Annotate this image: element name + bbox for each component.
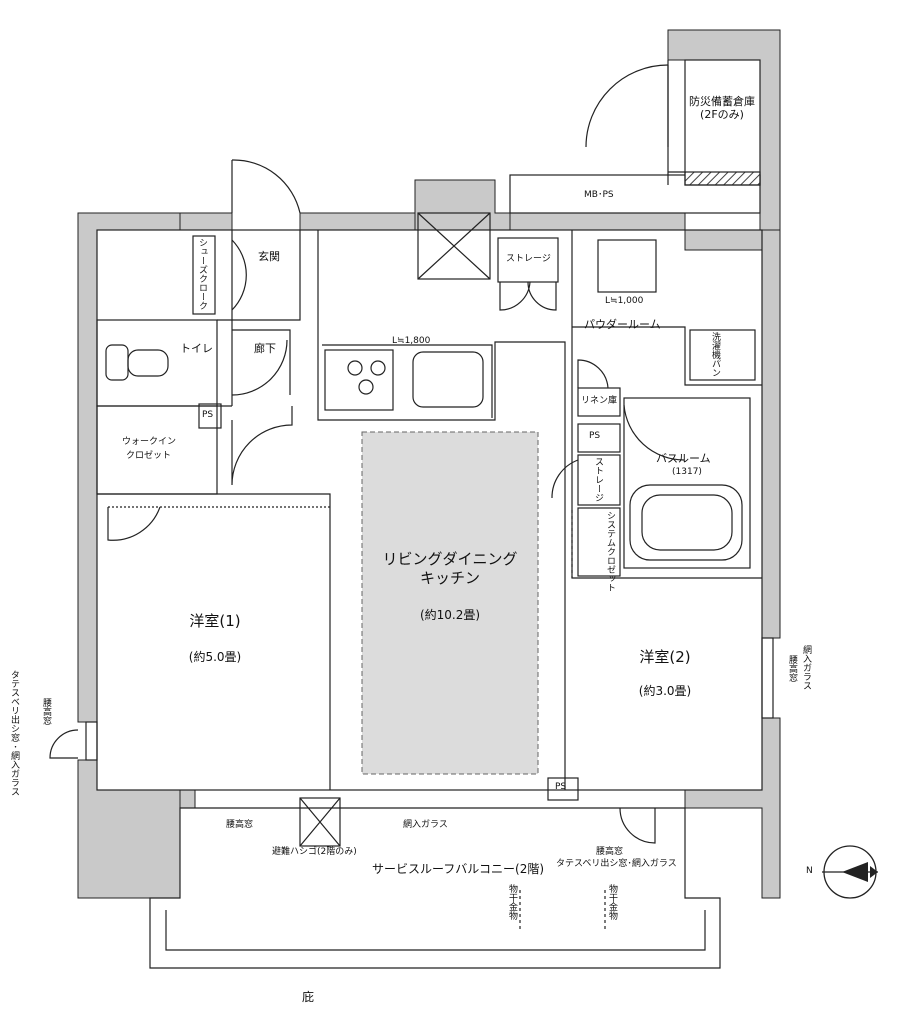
label-left-window: タテスベリ出シ窓･網入ガラス [9, 670, 19, 796]
label-storage-1: ストレージ [506, 254, 551, 264]
label-ldk-1: リビングダイニング [382, 550, 518, 568]
label-bathroom-size: (1317) [672, 467, 702, 477]
label-kitchen-length: L≒1,800 [392, 336, 431, 346]
label-system-closet: システムクロゼット [605, 511, 615, 592]
interior-lines [49, 159, 774, 969]
label-storage-2: ストレージ [593, 457, 603, 502]
label-drying-1: 物干金物 [507, 884, 517, 920]
label-powder-room: パウダールーム [584, 318, 661, 331]
label-escape-ladder: 避難ハシゴ(2階のみ) [272, 847, 357, 857]
label-ps-1: PS [202, 410, 214, 420]
label-walkin-1: ウォークイン [122, 437, 177, 447]
label-powder-length: L≒1,000 [605, 296, 644, 306]
label-north: N [806, 866, 813, 876]
label-bottom-window-3: タテスベリ出シ窓･網入ガラス [556, 859, 677, 869]
label-shoes-closet: シューズクローク [197, 238, 207, 310]
label-room1: 洋室(1) [189, 612, 241, 630]
label-room2-size: (約3.0畳) [638, 684, 692, 698]
label-walkin-2: クロゼット [126, 451, 172, 461]
label-left-window-2: 腰高窓 [41, 698, 51, 725]
ldk-floor [361, 431, 539, 775]
label-disaster-storage: 防災備蓄倉庫 [689, 95, 755, 108]
label-bottom-window-1: 腰高窓 [226, 820, 254, 830]
north-arrow-icon [822, 845, 878, 899]
label-disaster-storage-note: (2Fのみ) [700, 108, 744, 121]
label-ldk-size: (約10.2畳) [419, 608, 481, 622]
label-room1-size: (約5.0畳) [188, 650, 242, 664]
label-mb-ps: MB･PS [584, 190, 614, 200]
label-washer-pan: 洗濯機パン [710, 332, 720, 377]
label-bottom-window-2: 腰高窓 [596, 847, 624, 857]
label-ldk-2: キッチン [419, 569, 480, 587]
label-entrance: 玄関 [258, 250, 280, 263]
label-right-window: 網入ガラス [801, 645, 811, 690]
label-drying-2: 物干金物 [607, 884, 617, 920]
utility-block [509, 59, 761, 214]
label-room2: 洋室(2) [639, 648, 691, 666]
label-eave: 庇 [302, 990, 315, 1004]
label-linen: リネン庫 [581, 396, 618, 406]
label-ps-2: PS [589, 431, 601, 441]
label-bottom-glass: 網入ガラス [403, 820, 448, 830]
label-right-window-2: 腰高窓 [787, 655, 797, 682]
label-toilet: トイレ [180, 342, 213, 355]
label-balcony: サービスルーフバルコニー(2階) [372, 862, 545, 876]
label-corridor: 廊下 [254, 342, 276, 355]
label-ps-3: PS [555, 782, 567, 792]
label-bathroom: バスルーム [656, 452, 711, 465]
